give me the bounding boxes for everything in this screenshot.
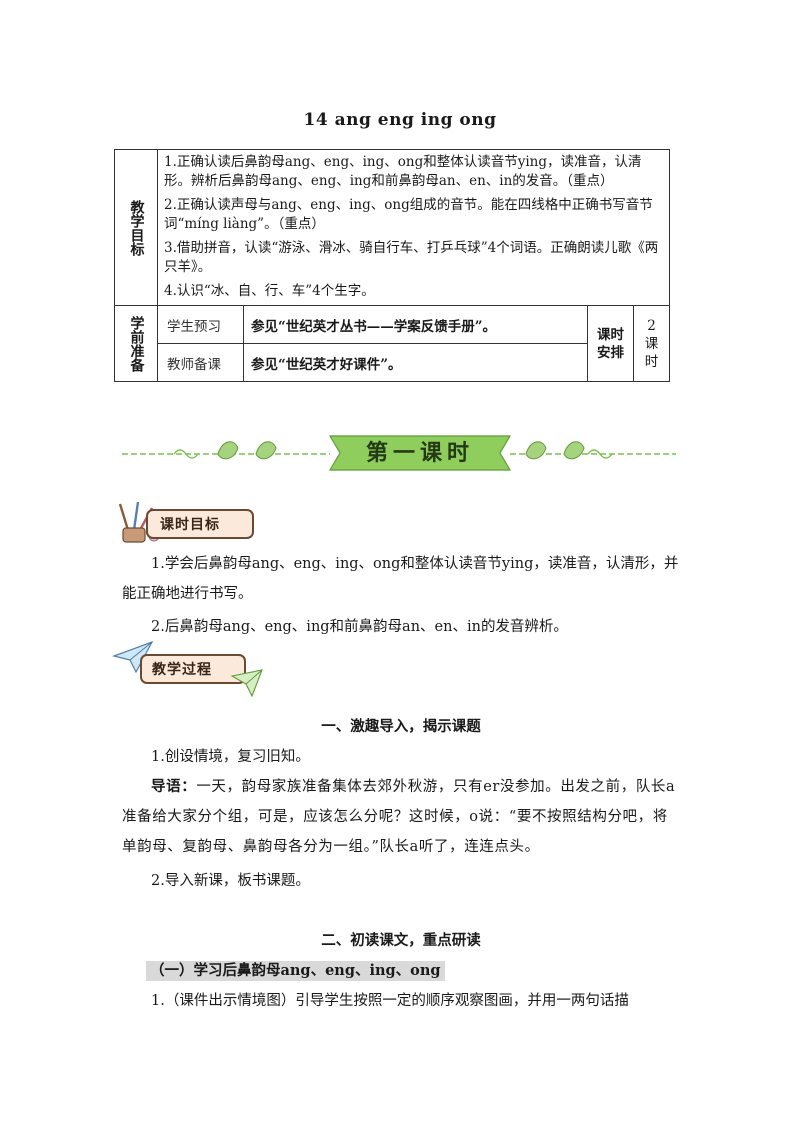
leaf-icon — [563, 441, 585, 460]
intro-label: 导语： — [151, 778, 197, 795]
lesson-goal-2: 2.后鼻韵母ang、eng、ing和前鼻韵母an、en、in的发音辨析。 — [151, 619, 568, 635]
swirl-icon — [587, 449, 613, 459]
section1-step2: 2.导入新课，板书课题。 — [151, 873, 310, 889]
lesson-goals-tag: 课时目标 — [146, 509, 254, 539]
section2-step1: 1.（课件出示情境图）引导学生按照一定的顺序观察图画，并用一两句话描 — [151, 993, 629, 1009]
student-prep-label: 学生预习 — [157, 305, 244, 344]
section1-step1: 1.创设情境，复习旧知。 — [151, 749, 310, 765]
lesson-banner: 第一课时 — [118, 432, 680, 474]
prep-label: 学前准备 — [114, 305, 158, 382]
section1-heading: 一、激趣导入，揭示课题 — [321, 718, 481, 735]
banner-title: 第一课时 — [365, 440, 474, 466]
goals-label: 教学目标 — [114, 149, 158, 306]
goal-item: 4.认识“冰、自、行、车”4个生字。 — [164, 283, 375, 299]
teacher-prep-label: 教师备课 — [157, 343, 244, 382]
teacher-prep-value: 参见“世纪英才好课件”。 — [243, 343, 588, 382]
intro-text: 一天，韵母家族准备集体去郊外秋游，只有er没参加。出发之前，队长a准备给大家分个… — [122, 779, 676, 855]
schedule-value-text: 2课时 — [644, 317, 659, 370]
banner-plate — [328, 435, 512, 471]
swirl-icon — [173, 449, 199, 459]
teaching-process-tag: 教学过程 — [140, 654, 246, 684]
goal-item: 3.借助拼音，认读“游泳、滑冰、骑自行车、打乒乓球”4个词语。正确朗读儿歌《两只… — [164, 240, 659, 275]
lesson-plan-table: 教学目标 1.正确认读后鼻韵母ang、eng、ing、ong和整体认读音节yin… — [114, 149, 670, 382]
goal-item: 2.正确认读声母与ang、eng、ing、ong组成的音节。能在四线格中正确书写… — [164, 197, 653, 232]
lesson-goal-1: 1.学会后鼻韵母ang、eng、ing、ong和整体认读音节ying，读准音，认… — [122, 556, 679, 602]
section1-intro: 导语：一天，韵母家族准备集体去郊外秋游，只有er没参加。出发之前，队长a准备给大… — [122, 772, 680, 862]
student-prep-value: 参见“世纪英才丛书——学案反馈手册”。 — [243, 305, 588, 344]
schedule-label-text: 课时安排 — [597, 326, 624, 361]
schedule-label: 课时安排 — [587, 305, 634, 382]
banner-ornament — [122, 435, 676, 471]
paper-plane-icon — [230, 669, 263, 698]
section2-heading: 二、初读课文，重点研读 — [321, 932, 481, 949]
section2-subheading-row: （一）学习后鼻韵母ang、eng、ing、ong — [122, 956, 680, 986]
goal-item: 1.正确认读后鼻韵母ang、eng、ing、ong和整体认读音节ying，读准音… — [164, 154, 642, 189]
leaf-icon — [255, 441, 277, 460]
goals-cell: 1.正确认读后鼻韵母ang、eng、ing、ong和整体认读音节ying，读准音… — [157, 149, 670, 306]
lesson-title: 14 ang eng ing ong — [303, 110, 497, 130]
leaf-icon — [217, 441, 239, 460]
schedule-value: 2课时 — [633, 305, 670, 382]
leaf-icon — [525, 441, 547, 460]
section2-subheading: （一）学习后鼻韵母ang、eng、ing、ong — [146, 961, 445, 981]
paper-plane-icon — [112, 640, 154, 674]
